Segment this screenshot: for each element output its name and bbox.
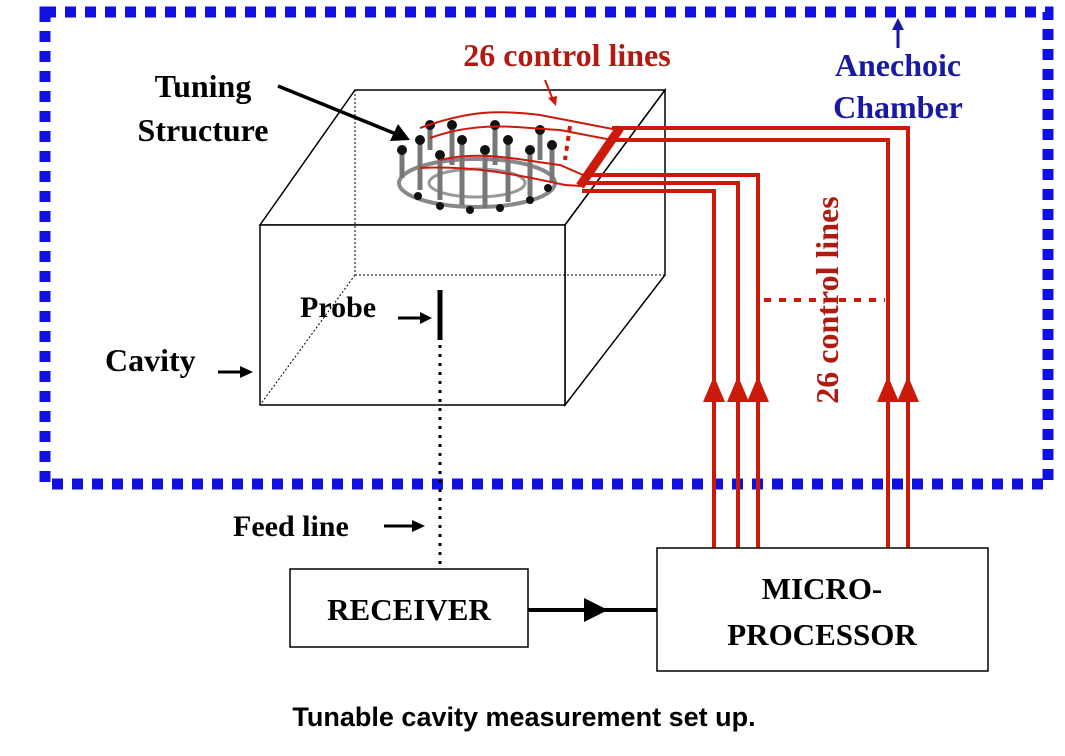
probe-label: Probe [300,291,376,324]
feed-line-label: Feed line [233,510,349,543]
control-lines-top-label: 26 control lines [463,37,670,73]
microprocessor-label-line1: MICRO- [762,571,883,606]
chamber-arrow-icon [892,18,904,48]
diagram-caption: Tunable cavity measurement set up. [292,702,755,732]
chamber-label-line1: Anechoic [835,47,961,83]
tuning-structure-label-line2: Structure [138,112,269,148]
anechoic-chamber-border [39,6,1054,490]
microprocessor-label-line2: PROCESSOR [727,617,917,652]
tuning-structure-label-line1: Tuning [155,68,252,104]
control-lines-arrows [703,376,919,402]
control-bus-connector [576,125,624,189]
feed-line-arrow-icon [384,520,425,532]
receiver-to-processor-arrow-icon [528,598,657,622]
control-lines-bus [582,126,910,548]
tuning-structure-arrow-icon [277,84,410,141]
tuning-structure [397,120,557,214]
probe-arrow-icon [398,312,432,324]
receiver-label: RECEIVER [327,592,491,627]
cavity-label: Cavity [105,342,196,378]
control-top-label-arrow-icon [544,79,557,106]
receiver-box [289,568,529,648]
control-wires [419,111,619,187]
cavity-arrow-icon [218,366,253,378]
microprocessor-box [656,547,989,672]
cavity-box [258,87,667,408]
control-lines-side-label: 26 control lines [809,196,845,403]
chamber-label-line2: Chamber [833,89,963,125]
